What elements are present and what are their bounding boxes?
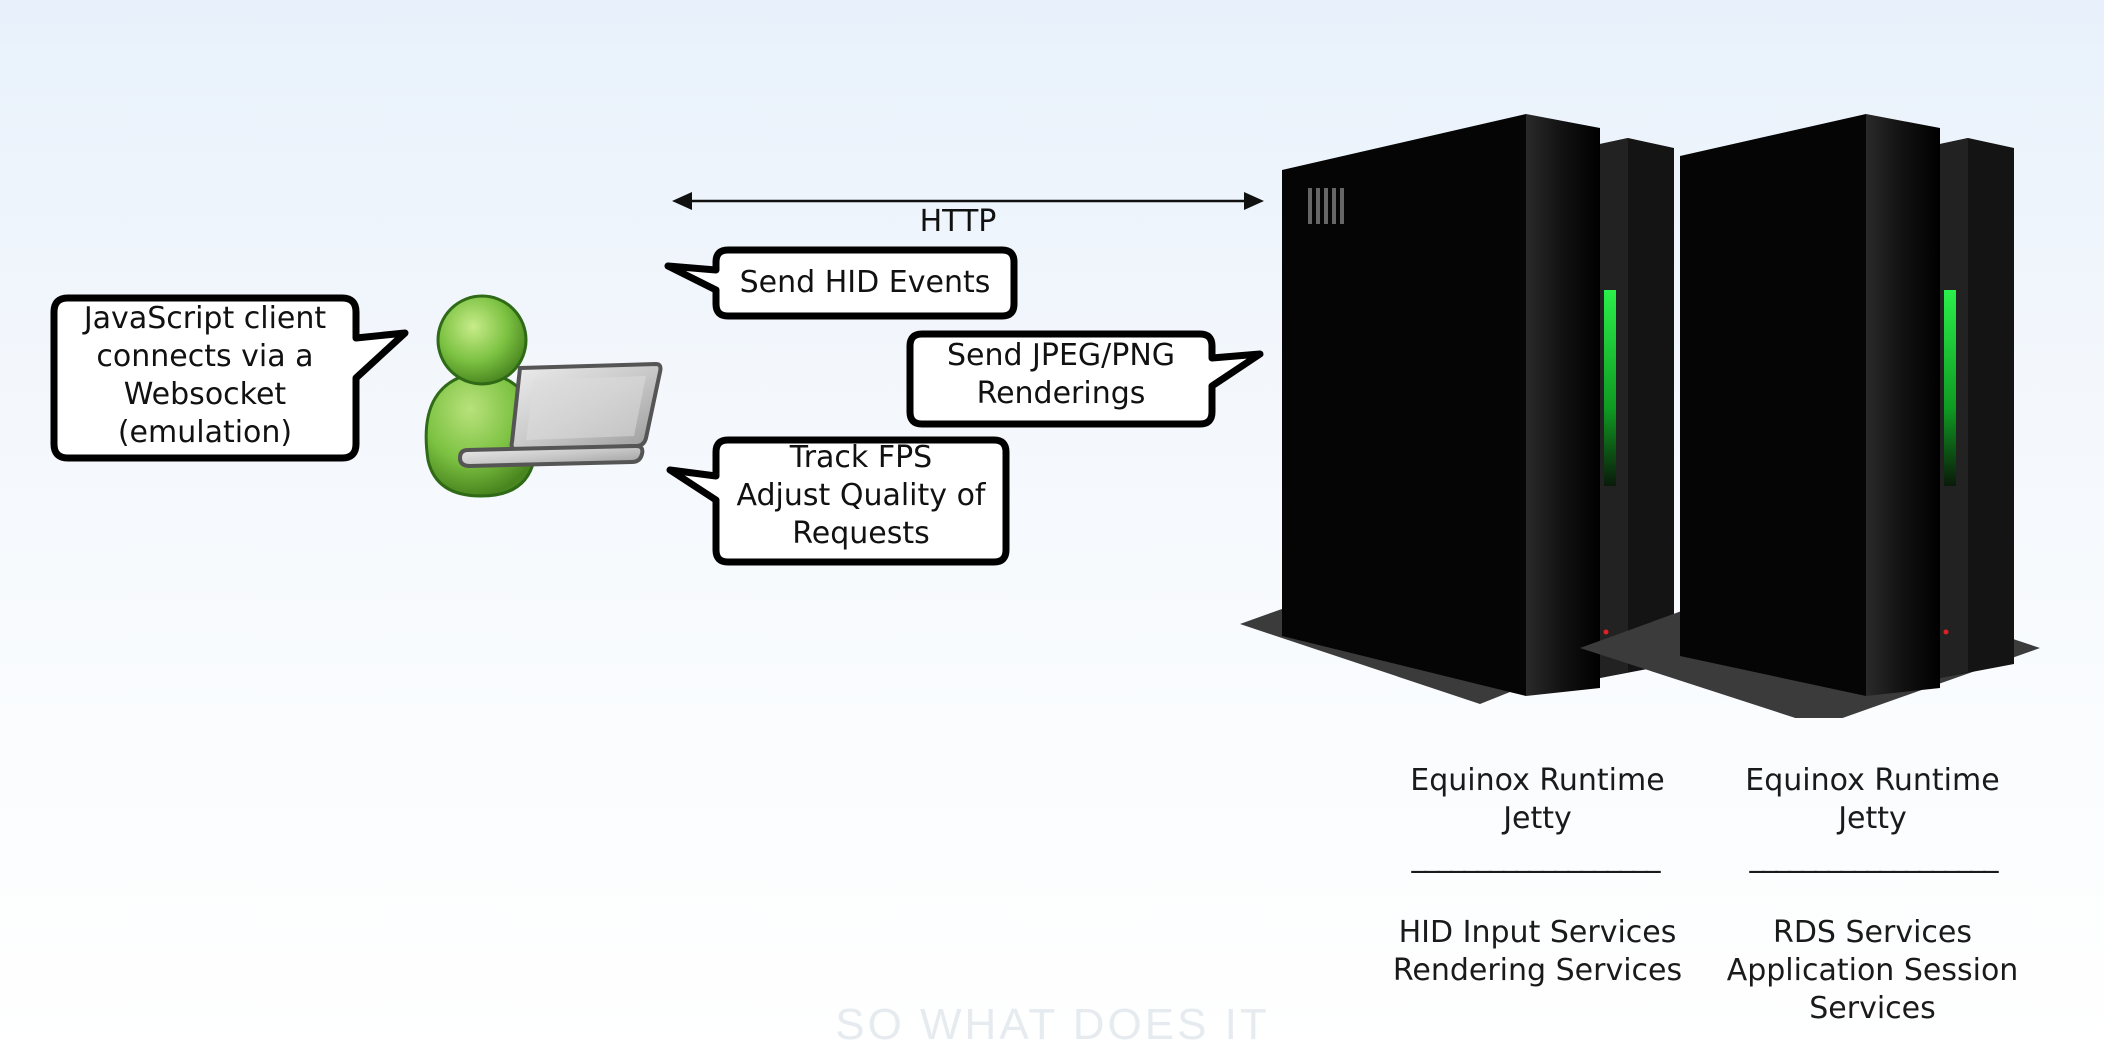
slide-footer-text: SO WHAT DOES IT <box>835 1000 1270 1049</box>
server-rack-pair <box>1240 114 2040 718</box>
track-fps-bubble-text: Track FPS Adjust Quality of Requests <box>736 440 986 551</box>
server-2-services: RDS Services Application Session Service… <box>1726 915 2019 1026</box>
server-2-runtime: Equinox Runtime Jetty <box>1745 763 2000 836</box>
http-label: HTTP <box>919 204 997 239</box>
server-tower-icon <box>1240 114 1674 704</box>
send-images-bubble-text: Send JPEG/PNG Renderings <box>946 338 1176 411</box>
server-1-services: HID Input Services Rendering Services <box>1392 915 1683 988</box>
server-1-divider: ___________________ <box>1411 839 1661 874</box>
server-tower-icon <box>1580 114 2040 718</box>
send-hid-bubble-text: Send HID Events <box>739 265 991 300</box>
client-bubble-text: JavaScript client connects via a Websock… <box>83 301 327 450</box>
server-1-runtime: Equinox Runtime Jetty <box>1410 763 1665 836</box>
user-with-laptop-icon <box>424 294 663 498</box>
server-2-divider: ___________________ <box>1749 839 1999 874</box>
